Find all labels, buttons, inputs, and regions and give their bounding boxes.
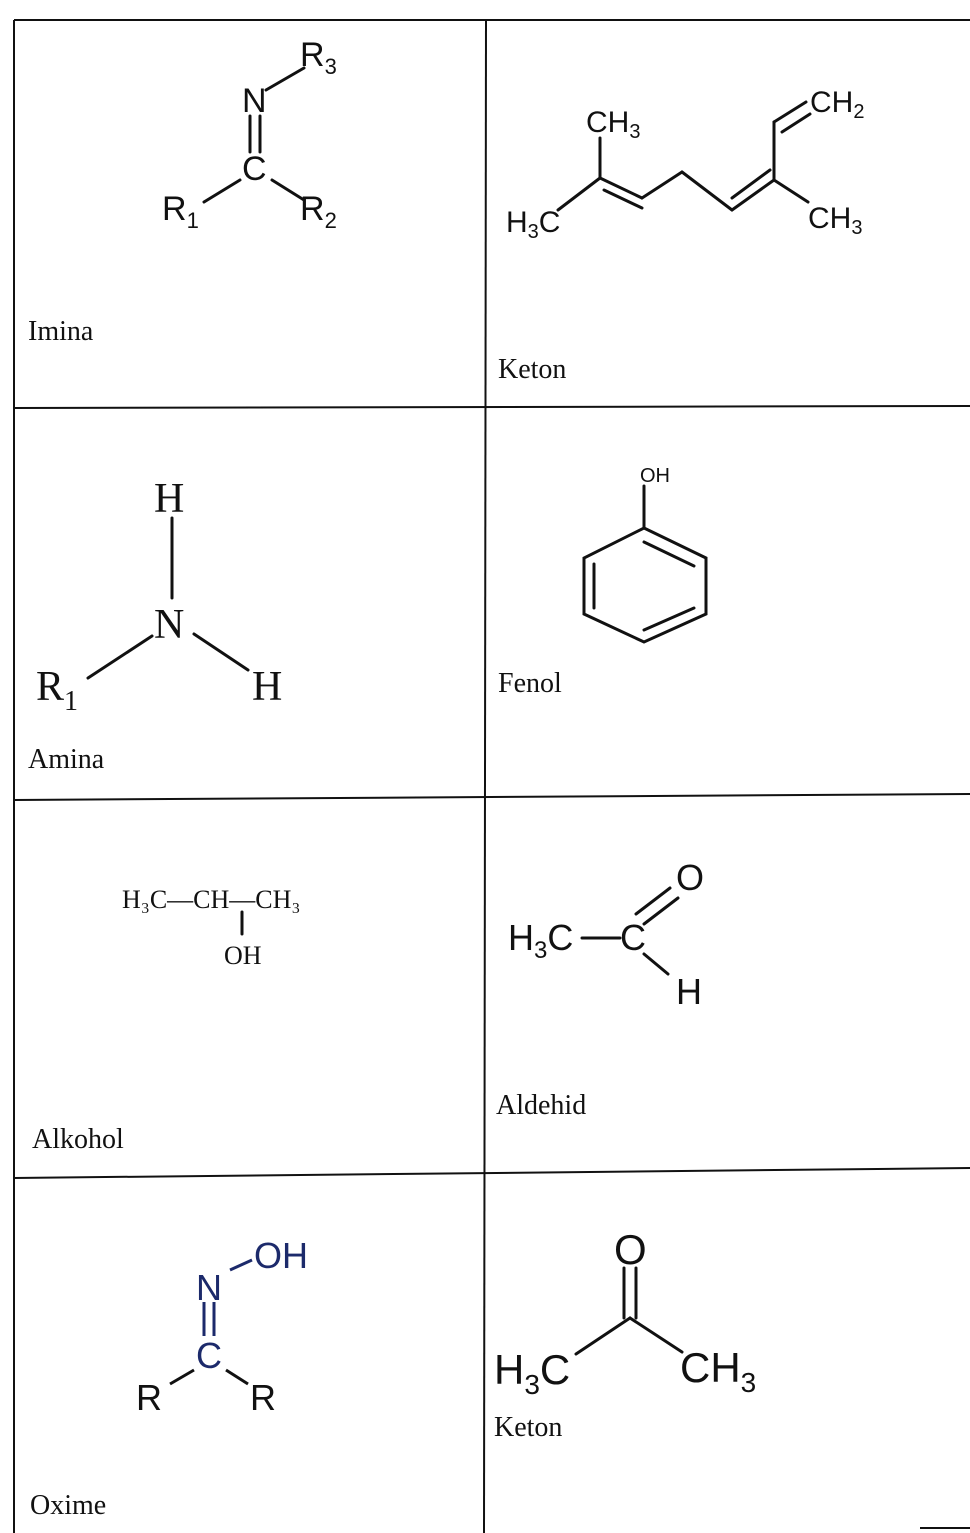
aldehyde-carbon: C xyxy=(620,917,646,958)
label-alkohol: Alkohol xyxy=(32,1124,124,1155)
aldehyde-oxygen: O xyxy=(676,857,704,898)
imine-structure: N R3 C R1 R2 xyxy=(162,36,337,233)
oxime-r-right: R xyxy=(250,1377,276,1418)
acetone-ch3: CH3 xyxy=(680,1344,756,1398)
amine-nitrogen: N xyxy=(154,602,184,648)
imine-r1: R1 xyxy=(162,190,199,233)
acetone-oxygen: O xyxy=(614,1226,647,1273)
label-aldehid: Aldehid xyxy=(496,1090,587,1121)
label-keton-2: Keton xyxy=(494,1412,563,1443)
imine-nitrogen: N xyxy=(242,82,267,120)
oxime-carbon: C xyxy=(196,1335,222,1376)
amine-h-top: H xyxy=(154,476,184,522)
ocimene-ch3-top: CH3 xyxy=(586,106,640,143)
phenol-structure: OH xyxy=(582,465,708,644)
amine-h-right: H xyxy=(252,664,282,710)
oxime-oh: OH xyxy=(254,1235,308,1276)
acetone-h3c: H3C xyxy=(494,1346,570,1400)
imine-r3: R3 xyxy=(300,36,337,79)
alcohol-formula: H₃C—CH—CH₃ xyxy=(122,885,300,914)
oxime-nitrogen: N xyxy=(196,1267,222,1308)
amine-structure: H N R1 H xyxy=(36,476,282,717)
label-keton-1: Keton xyxy=(498,354,567,385)
alcohol-structure: H₃C—CH—CH₃ OH xyxy=(122,885,300,970)
phenol-oh: OH xyxy=(640,465,670,487)
label-fenol: Fenol xyxy=(498,668,562,699)
imine-r2: R2 xyxy=(300,190,337,233)
imine-carbon: C xyxy=(242,150,267,188)
label-amina: Amina xyxy=(28,744,105,775)
cell-imina: N R3 C R1 R2 Imina xyxy=(14,20,486,408)
label-imina: Imina xyxy=(28,316,94,347)
cell-aldehid: H3C C O H Aldehid xyxy=(484,798,970,1172)
acetone-structure: O H3C CH3 xyxy=(494,1226,756,1400)
label-oxime: Oxime xyxy=(30,1490,107,1521)
ocimene-h3c: H3C xyxy=(506,206,560,243)
cell-keton-2: O H3C CH3 Keton xyxy=(484,1168,970,1533)
cell-oxime: OH N C R R Oxime xyxy=(14,1178,484,1533)
aldehyde-h3c: H3C xyxy=(508,917,573,964)
amine-r1: R1 xyxy=(36,664,78,717)
aldehyde-structure: H3C C O H xyxy=(508,857,704,1012)
alcohol-oh: OH xyxy=(224,941,262,970)
cell-fenol: OH Fenol xyxy=(486,408,970,798)
oxime-structure: OH N C R R xyxy=(136,1235,308,1418)
cell-amina: H N R1 H Amina xyxy=(14,408,486,800)
aldehyde-hydrogen: H xyxy=(676,971,702,1012)
ocimene-ch2: CH2 xyxy=(810,86,864,123)
ocimene-structure: CH3 H3C CH2 CH3 xyxy=(506,86,864,243)
oxime-r-left: R xyxy=(136,1377,162,1418)
ocimene-ch3-right: CH3 xyxy=(808,202,862,239)
cell-keton-1: CH3 H3C CH2 CH3 Keton xyxy=(486,20,970,408)
cell-alkohol: H₃C—CH—CH₃ OH Alkohol xyxy=(14,800,486,1178)
